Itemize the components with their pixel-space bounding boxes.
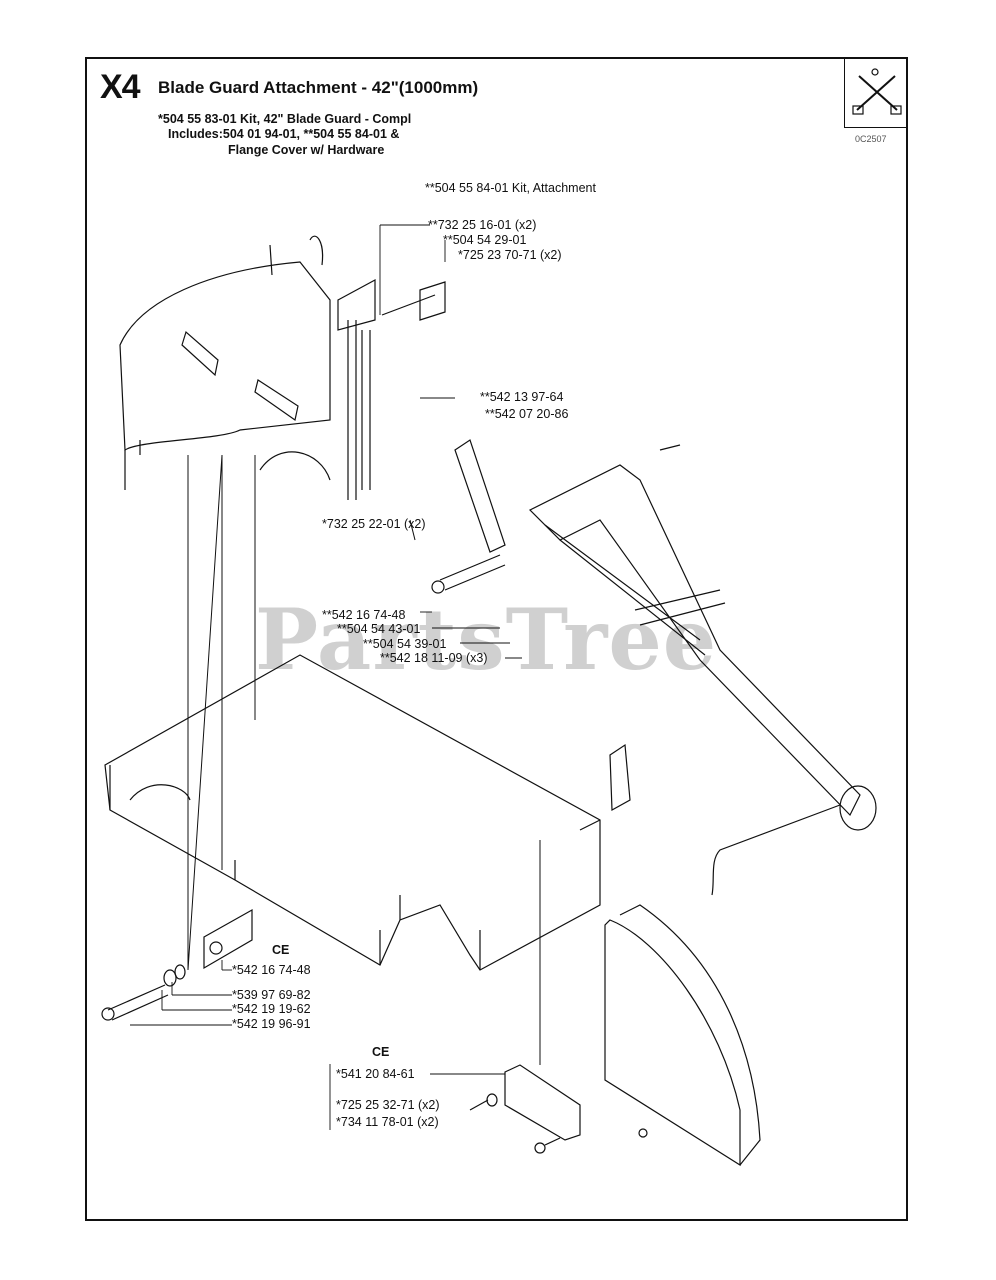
part-label: **504 54 39-01: [363, 637, 447, 651]
label-kit-attachment: **504 55 84-01 Kit, Attachment: [425, 181, 596, 195]
handle-frame: [528, 444, 877, 896]
posts: [337, 278, 376, 500]
part-label: *542 19 19-62: [232, 1002, 311, 1016]
ce-plate: [469, 1064, 648, 1154]
bolt: [431, 554, 506, 594]
part-label: **732 25 16-01 (x2): [428, 218, 537, 232]
bracket: [381, 281, 446, 321]
tool-symbol-box: [844, 58, 907, 128]
part-label: **542 13 97-64: [480, 390, 564, 404]
part-label: **504 54 43-01: [337, 622, 421, 636]
leader-lines: [130, 224, 522, 1130]
part-label: *732 25 22-01 (x2): [322, 517, 426, 531]
diagram-title: Blade Guard Attachment - 42"(1000mm): [158, 78, 479, 97]
part-label: *541 20 84-61: [336, 1067, 415, 1081]
arm-link: [454, 439, 506, 553]
part-label: *734 11 78-01 (x2): [336, 1115, 439, 1129]
lower-left-bolt: [101, 908, 253, 1021]
part-label: *542 16 74-48: [232, 963, 311, 977]
part-label: **542 16 74-48: [322, 608, 406, 622]
part-label: **504 54 29-01: [443, 233, 527, 247]
diagram-code: X4: [100, 68, 141, 106]
ce-marking: CE: [372, 1045, 390, 1059]
blade-guard-housing: [119, 235, 331, 490]
mower-deck: [104, 654, 631, 971]
part-label: *539 97 69-82: [232, 988, 311, 1002]
part-label: *542 19 96-91: [232, 1017, 311, 1031]
kit-line-1: *504 55 83-01 Kit, 42" Blade Guard - Com…: [158, 112, 412, 126]
part-label: *725 23 70-71 (x2): [458, 248, 562, 262]
ce-marking: CE: [272, 943, 290, 957]
reference-code: 0C2507: [855, 134, 887, 144]
flange-cover: [604, 904, 761, 1167]
part-label: **542 18 11-09 (x3): [380, 651, 488, 665]
part-label: **542 07 20-86: [485, 407, 569, 421]
guide-lines: [187, 454, 541, 1065]
page-frame: [85, 57, 908, 1221]
kit-line-3: Flange Cover w/ Hardware: [228, 143, 385, 157]
tools-icon: [852, 68, 902, 115]
kit-line-2: Includes:504 01 94-01, **504 55 84-01 &: [168, 127, 400, 141]
part-label: *725 25 32-71 (x2): [336, 1098, 440, 1112]
